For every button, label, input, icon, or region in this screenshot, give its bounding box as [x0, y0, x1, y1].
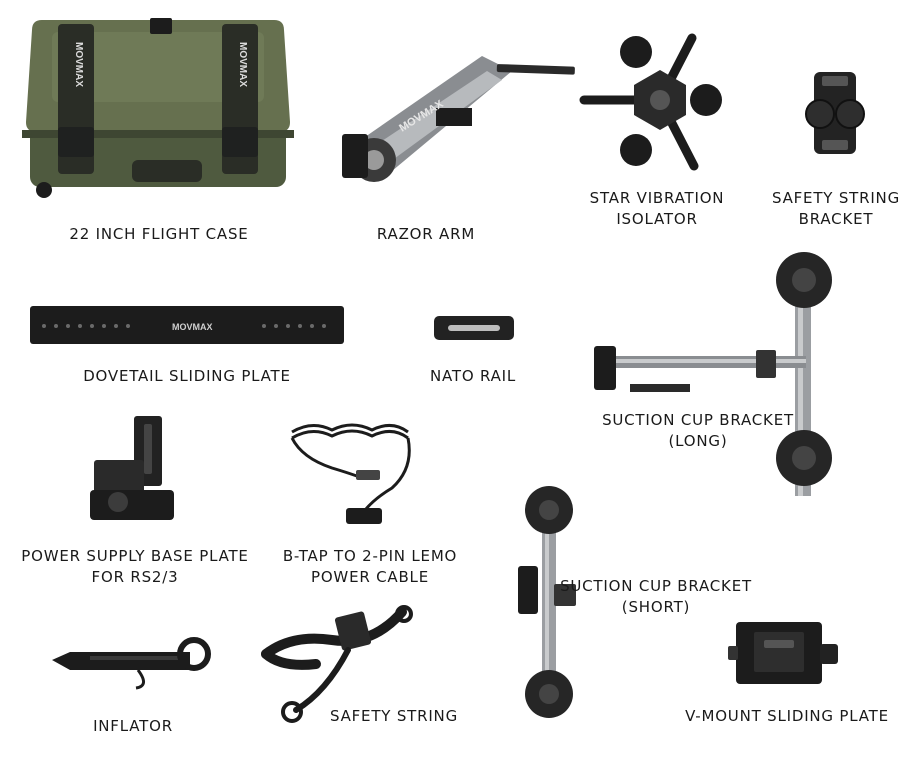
vmount-plate-label: V-MOUNT SLIDING PLATE — [685, 707, 889, 725]
star-isolator-label-line2: ISOLATOR — [616, 210, 698, 228]
razor-arm-label: RAZOR ARM — [376, 225, 476, 243]
power-base-image — [90, 416, 180, 522]
power-base-label: POWER SUPPLY BASE PLATE FOR RS2/3 — [14, 546, 256, 588]
star-isolator-label-line1: STAR VIBRATION — [589, 189, 725, 207]
safety-bracket-label: SAFETY STRING BRACKET — [764, 188, 908, 230]
suction-short-label-line2: (SHORT) — [621, 598, 691, 616]
power-base-label-line1: POWER SUPPLY BASE PLATE — [21, 547, 249, 565]
btap-cable-label: B-TAP TO 2-PIN LEMO POWER CABLE — [266, 546, 474, 588]
dovetail-plate-image: MOVMAX — [30, 306, 344, 344]
inflator-label: INFLATOR — [93, 717, 173, 735]
btap-cable-label-line1: B-TAP TO 2-PIN LEMO — [282, 547, 458, 565]
case-logo-right: MOVMAX — [237, 42, 248, 87]
btap-cable-image — [282, 418, 418, 526]
inflator-image — [50, 634, 216, 690]
suction-long-label-line1: SUCTION CUP BRACKET — [602, 411, 794, 429]
flight-case-image: MOVMAX MOVMAX — [22, 12, 294, 200]
safety-bracket-label-line1: SAFETY STRING — [771, 189, 901, 207]
vmount-plate-image — [728, 618, 842, 690]
suction-long-label-line2: (LONG) — [668, 432, 728, 450]
suction-long-image — [590, 246, 854, 502]
nato-rail-label: NATO RAIL — [429, 367, 517, 385]
safety-string-label: SAFETY STRING — [329, 707, 459, 725]
flight-case-label: 22 INCH FLIGHT CASE — [69, 225, 249, 243]
nato-rail-image — [434, 316, 514, 340]
safety-bracket-label-line2: BRACKET — [798, 210, 874, 228]
suction-short-label: SUCTION CUP BRACKET (SHORT) — [556, 576, 756, 618]
suction-short-label-line1: SUCTION CUP BRACKET — [560, 577, 752, 595]
suction-long-label: SUCTION CUP BRACKET (LONG) — [598, 410, 798, 452]
dovetail-logo: MOVMAX — [172, 322, 213, 332]
razor-arm-image: MOVMAX — [332, 36, 582, 192]
case-logo-left: MOVMAX — [73, 42, 84, 87]
star-isolator-label: STAR VIBRATION ISOLATOR — [582, 188, 732, 230]
power-base-label-line2: FOR RS2/3 — [91, 568, 179, 586]
suction-short-image — [516, 474, 588, 732]
star-isolator-image — [576, 28, 738, 178]
btap-cable-label-line2: POWER CABLE — [310, 568, 429, 586]
safety-bracket-image — [804, 72, 866, 154]
dovetail-plate-label: DOVETAIL SLIDING PLATE — [83, 367, 291, 385]
safety-string-image — [261, 605, 420, 724]
